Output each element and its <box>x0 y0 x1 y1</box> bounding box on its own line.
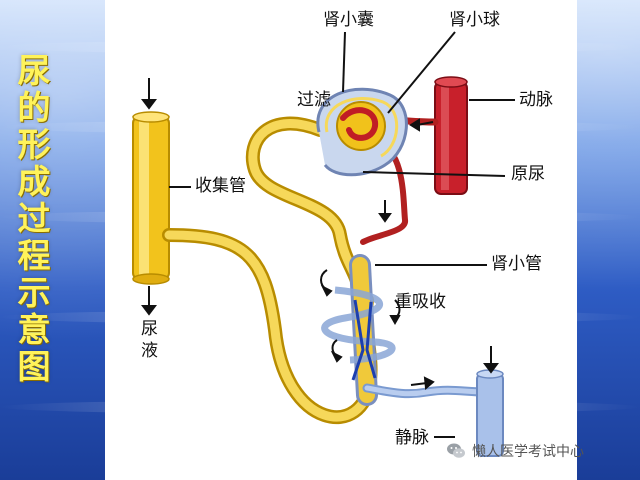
label-bowman-capsule: 肾小囊 <box>323 10 374 30</box>
label-primary-urine: 原尿 <box>511 164 545 184</box>
label-urine: 尿 液 <box>141 318 158 362</box>
wechat-icon <box>446 442 466 460</box>
label-collecting-duct: 收集管 <box>195 176 246 196</box>
label-glomerulus: 肾小球 <box>449 10 500 30</box>
label-artery: 动脉 <box>519 90 553 110</box>
glomerulus-shape <box>337 102 385 150</box>
diagram-panel: 肾小囊 肾小球 过滤 动脉 收集管 原尿 肾小管 重吸收 尿 液 静脉 <box>105 0 577 480</box>
distal-tubule-shape <box>169 235 371 417</box>
watermark: 懒人医学考试中心 <box>446 440 584 462</box>
label-reabsorption: 重吸收 <box>395 292 446 312</box>
label-renal-tubule: 肾小管 <box>491 254 542 274</box>
label-vein: 静脉 <box>395 428 429 448</box>
slide-title: 尿的形成过程示意图 <box>12 52 56 385</box>
watermark-text: 懒人医学考试中心 <box>472 441 584 461</box>
nephron-diagram <box>105 0 577 480</box>
label-filtration: 过滤 <box>297 90 331 110</box>
collecting-duct-shape <box>133 112 169 284</box>
